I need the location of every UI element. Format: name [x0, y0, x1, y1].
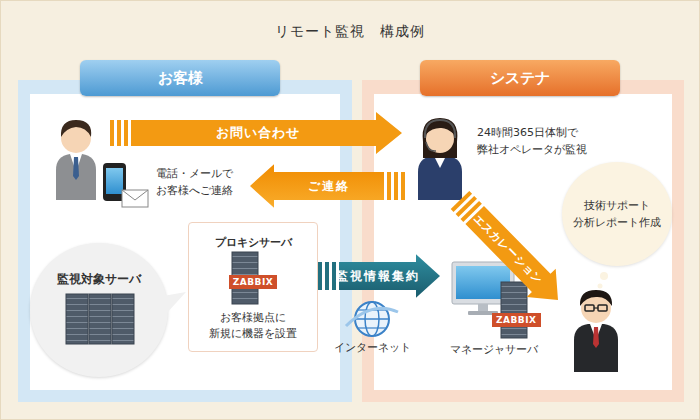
engineer-figure-part: [593, 327, 599, 348]
phone-icon-part: [106, 168, 123, 194]
internet-globe-part: [355, 318, 389, 320]
engineer-figure-part: [574, 324, 618, 372]
node-text: 電話・メールで お客様へご連絡: [156, 166, 235, 199]
network-label: インターネット: [334, 340, 411, 355]
manager-server-part: [501, 282, 527, 338]
bubble-tail: [163, 292, 186, 314]
inquiry-arrow-part: [117, 120, 121, 146]
manager-monitor-part: [478, 304, 488, 311]
customer-figure: [56, 120, 96, 200]
operator-figure: [418, 118, 462, 200]
engineer-figure: [574, 290, 618, 372]
internet-globe: [346, 302, 398, 336]
node-text: マネージャサーバ: [450, 342, 538, 357]
arrow-stripe: [332, 262, 336, 290]
edge-label: ご連絡: [308, 178, 350, 195]
arrow-stripe: [394, 172, 398, 200]
bubble-shape: [562, 162, 672, 266]
arrow-stripe: [401, 172, 405, 200]
node-box: プロキシサーバ ZABBIX お客様拠点に 新規に機器を設置: [188, 222, 318, 352]
manager-monitor-part: [468, 311, 498, 315]
thought-dots: [598, 272, 609, 289]
panel: お客様電話・メールで お客様へご連絡監視対象サーバ プロキシサーバ ZABBIX お客…: [18, 60, 352, 402]
proxy-server: [232, 252, 258, 304]
node-text: 技術サポート 分析レポート作成: [572, 198, 662, 231]
operator-figure-part: [423, 118, 458, 158]
node-text: お客様拠点に 新規に機器を設置: [208, 310, 298, 342]
node-text: お客様: [80, 60, 280, 96]
engineer-figure-part: [585, 305, 594, 311]
flow-arrow: [318, 254, 440, 298]
internet-globe-part: [358, 327, 386, 328]
engineer-figure-part: [594, 307, 598, 308]
flow-arrow: [250, 164, 405, 208]
thought-dots-part: [600, 272, 608, 280]
edge-label: 監視情報集約: [336, 268, 420, 285]
proxy-server-part: [232, 252, 258, 304]
server-rack-part: [66, 294, 88, 344]
arrow-body: [250, 164, 384, 208]
arrow-body: [460, 201, 572, 314]
operator-figure-part: [425, 120, 455, 138]
mail-icon-part: [122, 190, 148, 207]
mail-icon-part: [122, 190, 148, 200]
engineer-figure-part: [598, 305, 607, 311]
node-text: プロキシサーバ: [215, 235, 292, 250]
operator-figure-part: [418, 156, 462, 200]
title-wrap: リモート監視 構成例: [0, 21, 700, 41]
node-text: 監視対象サーバ: [57, 271, 141, 288]
node-text: ZABBIX: [229, 275, 278, 289]
server-rack: [66, 294, 134, 344]
node-text: システナ: [420, 60, 620, 96]
engineer-figure-part: [580, 290, 612, 306]
server-rack-part: [89, 294, 111, 344]
customer-figure-part: [61, 120, 91, 137]
label-wrap: インターネット: [334, 340, 411, 355]
customer-figure-part: [73, 157, 79, 180]
diagram-title: リモート監視 構成例: [275, 23, 425, 39]
inquiry-arrow: [110, 112, 402, 154]
inquiry-arrow-part: [124, 120, 128, 146]
internet-globe-part: [346, 308, 398, 326]
thought-dots-part: [598, 284, 603, 289]
node-text: 24時間365日体制で 弊社オペレータが監視: [477, 125, 589, 158]
inquiry-arrow-part: [131, 112, 402, 154]
server-rack-part: [112, 294, 134, 344]
label-wrap: お問い合わせ: [216, 124, 300, 142]
manager-server: [501, 282, 527, 338]
arrow-stripe: [318, 262, 322, 290]
node-text: ZABBIX: [492, 313, 541, 327]
inquiry-arrow-part: [110, 120, 114, 146]
arrow-stripe: [325, 262, 329, 290]
operator-figure-part: [426, 142, 436, 151]
edge-label-wrap: ご連絡: [308, 178, 350, 195]
arrow-stripe: [387, 172, 391, 200]
flow-arrow: [446, 186, 573, 314]
edge-label-wrap: 監視情報集約: [336, 268, 420, 285]
mail-icon: [122, 190, 148, 207]
customer-figure-part: [56, 154, 96, 200]
bubble-tail-part: [163, 292, 186, 314]
arrow-label: お問い合わせ: [216, 124, 300, 142]
